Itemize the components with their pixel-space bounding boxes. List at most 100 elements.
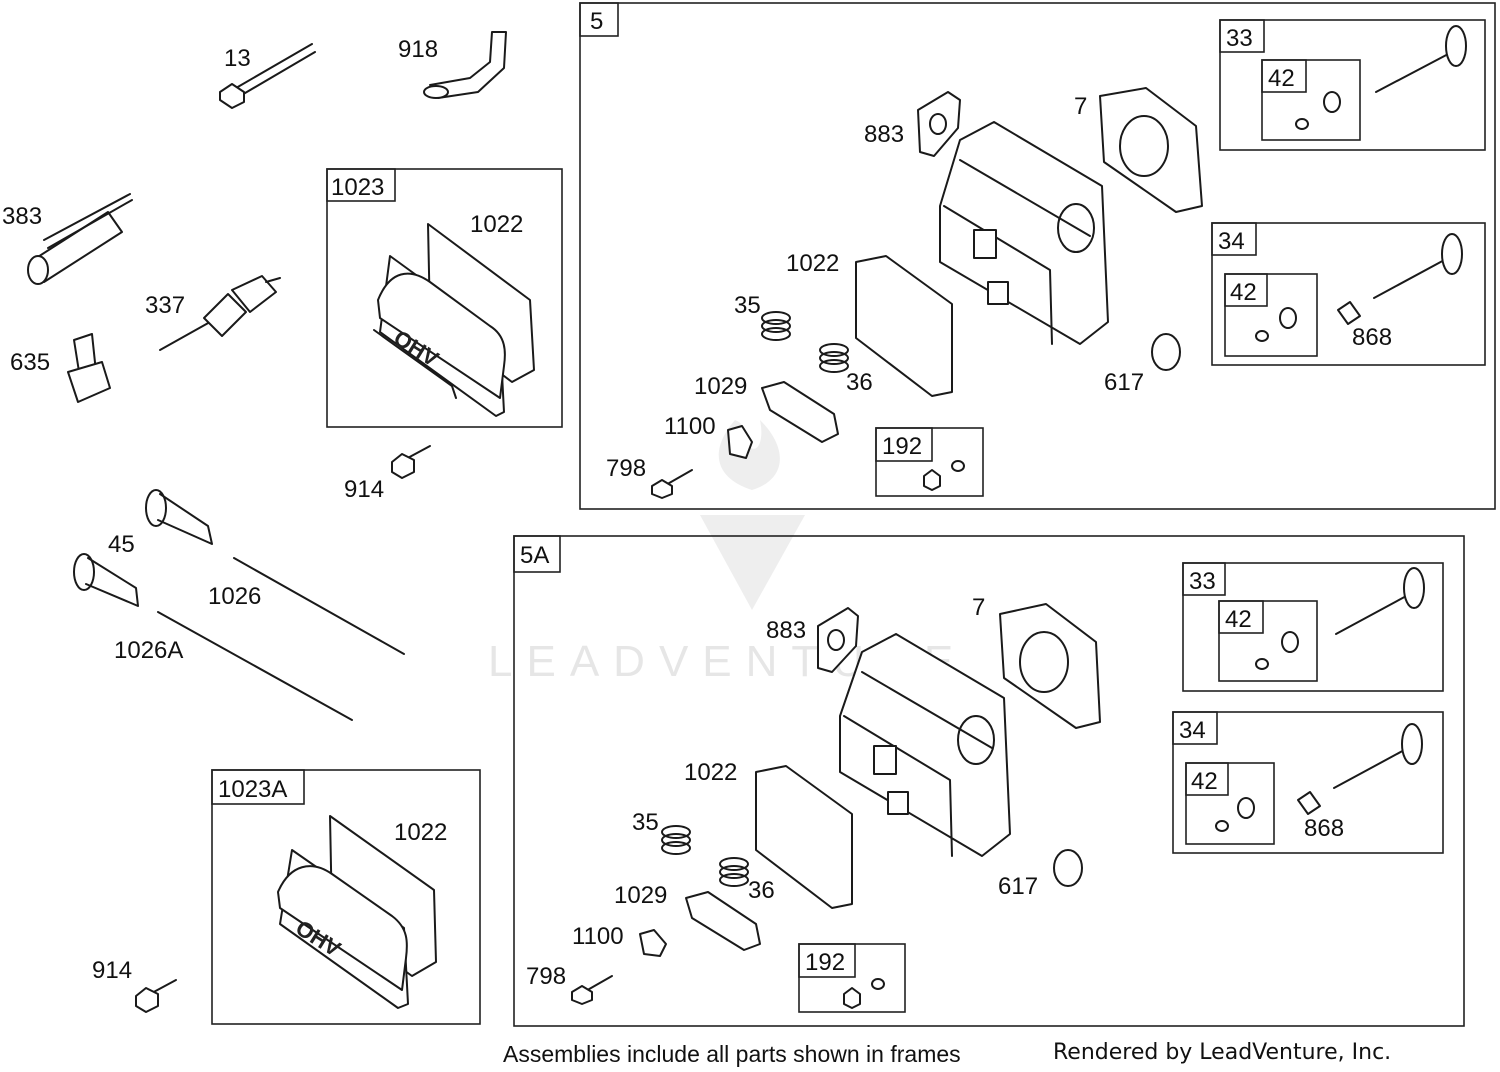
part-192-nut-5A[interactable] <box>843 987 861 1009</box>
callout-1029: 1029 <box>694 373 747 400</box>
frame-5 <box>579 2 1496 510</box>
callout-13: 13 <box>224 45 251 72</box>
frame-33-tab <box>1219 19 1265 53</box>
part-798-screw[interactable] <box>651 469 693 499</box>
part-1029-rocker-5A[interactable] <box>685 891 761 951</box>
callout-192-5A: 192 <box>805 949 845 976</box>
frame-33-5A-tab <box>1182 562 1226 596</box>
part-383-component[interactable] <box>27 193 133 285</box>
callout-617: 617 <box>1104 369 1144 396</box>
part-36-spring-5A[interactable] <box>719 857 749 887</box>
callout-918: 918 <box>398 36 438 63</box>
part-1029-rocker[interactable] <box>761 381 839 443</box>
part-cylinder-head[interactable] <box>939 121 1109 345</box>
callout-7-5A: 7 <box>972 594 985 621</box>
frame-34-5A-tab <box>1172 711 1218 745</box>
assembly-5: 5 883 7 1022 35 <box>579 2 1496 510</box>
part-1022-gasket-5A[interactable] <box>755 765 853 909</box>
part-42b-keeper-5A[interactable] <box>1215 820 1229 832</box>
part-42a-retainer-5A[interactable] <box>1281 631 1299 653</box>
part-1100-guide-5A[interactable] <box>639 929 667 957</box>
part-7-head-gasket-5A[interactable] <box>999 603 1101 729</box>
frame-1023-tab <box>326 168 396 202</box>
callout-192: 192 <box>882 433 922 460</box>
part-1026-pushrod[interactable] <box>233 557 405 655</box>
callout-35-5A: 35 <box>632 809 659 836</box>
callout-337: 337 <box>145 292 185 319</box>
callout-1022: 1022 <box>786 250 839 277</box>
assembly-5A: 5A 883 7 1022 35 36 1029 <box>513 535 1465 1027</box>
part-1023-valve-cover[interactable]: OHV <box>373 223 535 417</box>
frame-42b-5A <box>1185 762 1275 845</box>
frame-42a <box>1261 59 1361 141</box>
frame-33-5A <box>1182 562 1444 692</box>
part-13-bolt[interactable] <box>219 43 316 109</box>
footer-note: Assemblies include all parts shown in fr… <box>503 1041 961 1067</box>
callout-1100: 1100 <box>664 413 716 440</box>
part-42a-retainer[interactable] <box>1323 91 1341 113</box>
frame-1023 <box>326 168 563 428</box>
frame-42a-5A-tab <box>1218 600 1264 634</box>
frame-34-tab <box>1211 222 1257 256</box>
callout-798: 798 <box>606 455 646 482</box>
callout-1029-5A: 1029 <box>614 882 667 909</box>
part-7-head-gasket[interactable] <box>1099 87 1203 213</box>
part-36-spring[interactable] <box>819 343 849 373</box>
part-617-ring[interactable] <box>1151 333 1181 371</box>
callout-5A: 5A <box>520 542 549 569</box>
part-34-valve[interactable] <box>1373 233 1463 299</box>
frame-42b-5A-tab <box>1185 762 1229 796</box>
callout-1023A: 1023A <box>218 776 287 803</box>
frame-42b <box>1224 273 1318 357</box>
part-35-spring-5A[interactable] <box>661 825 691 855</box>
frame-5-tab <box>579 2 619 37</box>
part-34-valve-5A[interactable] <box>1333 723 1423 789</box>
part-798-screw-5A[interactable] <box>571 975 613 1005</box>
part-45-lifter-a[interactable] <box>145 489 213 545</box>
frame-33 <box>1219 19 1486 151</box>
callout-33: 33 <box>1226 25 1253 52</box>
part-35-spring[interactable] <box>761 311 791 341</box>
part-883-gasket[interactable] <box>917 91 961 157</box>
frame-34 <box>1211 222 1486 366</box>
part-cylinder-head-5A[interactable] <box>839 633 1011 857</box>
part-868-seal[interactable] <box>1337 301 1361 325</box>
part-42b-retainer-5A[interactable] <box>1237 797 1255 819</box>
part-1022-gasket[interactable] <box>855 255 953 397</box>
part-192-screw-5A[interactable] <box>871 978 885 990</box>
callout-45: 45 <box>108 531 135 558</box>
callout-42b: 42 <box>1230 279 1257 306</box>
part-1100-guide[interactable] <box>727 425 753 459</box>
part-42b-retainer[interactable] <box>1279 307 1297 329</box>
footer-credit: Rendered by LeadVenture, Inc. <box>1053 1040 1391 1065</box>
frame-34-5A <box>1172 711 1444 854</box>
part-914-bolt-bottom[interactable] <box>135 979 177 1013</box>
callout-42a-5A: 42 <box>1225 606 1252 633</box>
part-42a-keeper[interactable] <box>1295 118 1309 130</box>
callout-868: 868 <box>1352 324 1392 351</box>
part-192-screw[interactable] <box>951 460 965 472</box>
frame-5A <box>513 535 1465 1027</box>
part-337-spark-plug[interactable] <box>159 275 281 351</box>
frame-42a-tab <box>1261 59 1307 93</box>
part-33-valve[interactable] <box>1375 25 1467 93</box>
part-45-lifter-b[interactable] <box>73 553 139 607</box>
callout-42b-5A: 42 <box>1191 768 1218 795</box>
part-918-breather-tube[interactable] <box>423 31 507 99</box>
callout-383: 383 <box>2 203 42 230</box>
frame-192-tab <box>875 427 933 462</box>
part-1026A-pushrod[interactable] <box>157 611 353 721</box>
part-883-gasket-5A[interactable] <box>817 607 859 673</box>
callout-883: 883 <box>864 121 904 148</box>
part-42a-keeper-5A[interactable] <box>1255 658 1269 670</box>
callout-914-bottom: 914 <box>92 957 132 984</box>
part-914-bolt-top[interactable] <box>391 445 431 479</box>
callout-1026: 1026 <box>208 583 261 610</box>
part-617-ring-5A[interactable] <box>1053 849 1083 887</box>
part-868-seal-5A[interactable] <box>1297 791 1321 815</box>
part-33-valve-5A[interactable] <box>1335 567 1425 635</box>
part-192-nut[interactable] <box>923 469 941 491</box>
part-42b-keeper[interactable] <box>1255 330 1269 342</box>
part-635-plug-boot[interactable] <box>67 333 111 403</box>
frame-192-5A-tab <box>798 943 856 978</box>
